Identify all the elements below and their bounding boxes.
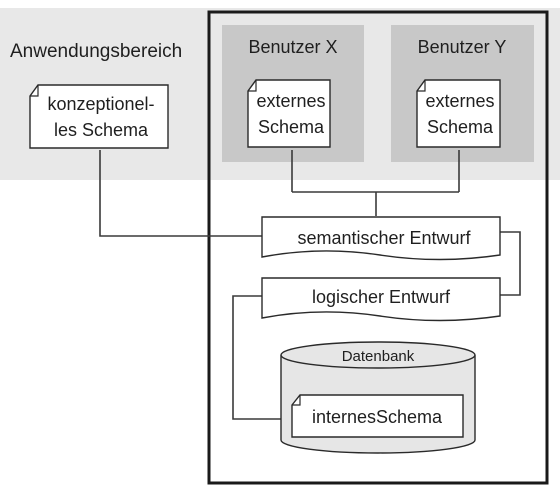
conceptual-schema-doc: [29, 84, 169, 149]
connector-semantic-to-logical: [500, 231, 521, 296]
connector-logical-to-internal: [232, 295, 292, 420]
external-schema-x-line2: Schema: [258, 117, 325, 137]
external-schema-x-line1: externes: [256, 91, 325, 111]
external-schema-y-line2: Schema: [427, 117, 494, 137]
conceptual-schema-fold: [30, 85, 39, 97]
external-schema-y-doc: [416, 79, 501, 148]
conceptual-schema-line1: konzeptionel-: [47, 94, 154, 114]
external-schema-y-line1: externes: [425, 91, 494, 111]
external-schema-x-fold: [248, 80, 257, 92]
system-frame: [207, 10, 549, 485]
database-label: Datenbank: [342, 348, 415, 365]
semantic-design-doc: [261, 216, 501, 261]
connectors: [99, 150, 521, 420]
connector-conceptual-to-semantic: [99, 150, 262, 237]
application-area-label: Anwendungsbereich: [10, 41, 182, 62]
external-schema-x-doc: [247, 79, 331, 148]
logical-design-label: logischer Entwurf: [312, 287, 451, 307]
user-y-label: Benutzer Y: [418, 37, 507, 57]
internal-schema-fold: [292, 395, 301, 406]
semantic-design-label: semantischer Entwurf: [297, 228, 471, 248]
internal-schema-doc: [291, 394, 464, 438]
conceptual-schema-line2: les Schema: [54, 120, 149, 140]
external-schema-y-fold: [417, 80, 426, 92]
logical-design-doc: [261, 277, 501, 322]
user-x-label: Benutzer X: [248, 37, 337, 57]
internal-schema-label: internesSchema: [312, 407, 443, 427]
